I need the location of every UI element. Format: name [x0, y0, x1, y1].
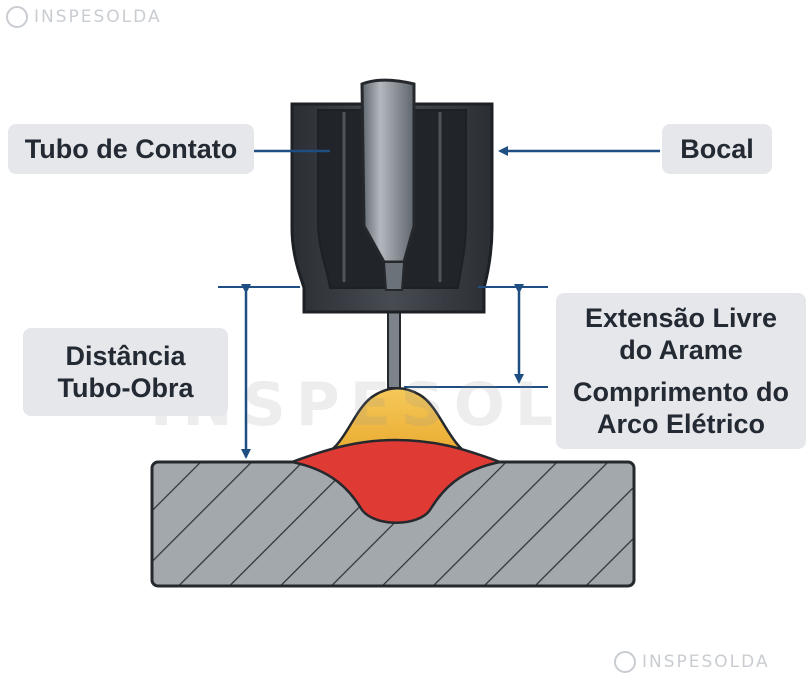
label-extensao-comprimento: Extensão Livre do Arame Comprimento do A… [556, 293, 806, 449]
watermark-text-top: INSPESOLDA [34, 7, 162, 27]
label-tubo-de-contato: Tubo de Contato [8, 124, 254, 174]
watermark-logo-icon [6, 6, 28, 28]
contact-tube-tip [382, 261, 406, 291]
label-tubo-de-contato-text: Tubo de Contato [24, 133, 238, 164]
label-bocal: Bocal [662, 124, 772, 174]
contact-tube [360, 78, 416, 264]
label-distancia-tubo-obra-text: Distância Tubo-Obra [57, 341, 194, 403]
watermark-logo-icon [614, 651, 636, 673]
weld-pool [287, 438, 505, 524]
watermark-top: INSPESOLDA [6, 6, 162, 28]
label-extensao-livre-text: Extensão Livre do Arame [584, 303, 778, 365]
label-comprimento-arco-text: Comprimento do Arco Elétrico [573, 377, 789, 439]
label-distancia-tubo-obra: Distância Tubo-Obra [23, 328, 228, 416]
watermark-text-bottom: INSPESOLDA [642, 652, 770, 672]
label-bocal-text: Bocal [680, 133, 754, 164]
watermark-bottom: INSPESOLDA [614, 651, 770, 673]
